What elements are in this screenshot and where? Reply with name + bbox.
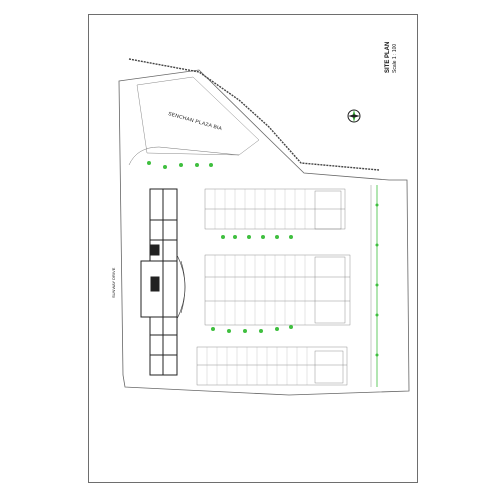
entrance-curve-inner — [180, 260, 186, 314]
site-boundary — [118, 69, 410, 396]
drawing-scale: Scale 1 : 100 — [392, 43, 398, 73]
road-label: SUNWAY DRIVE — [111, 267, 116, 298]
north-arrow-icon — [347, 109, 361, 123]
building-block — [140, 188, 178, 376]
drawing-sheet: SENCHAN PLAZA BIA SUNWAY DRIVE SITE PLAN… — [88, 14, 418, 483]
parking-stall-lines — [206, 189, 308, 385]
entrance-curve — [176, 254, 186, 320]
parking-rows — [196, 188, 351, 386]
trees — [147, 161, 379, 357]
driveway-curve — [128, 146, 240, 166]
drawing-title: SITE PLAN — [385, 41, 391, 73]
site-plan-drawing — [118, 58, 410, 396]
plaza-outline — [136, 76, 260, 156]
